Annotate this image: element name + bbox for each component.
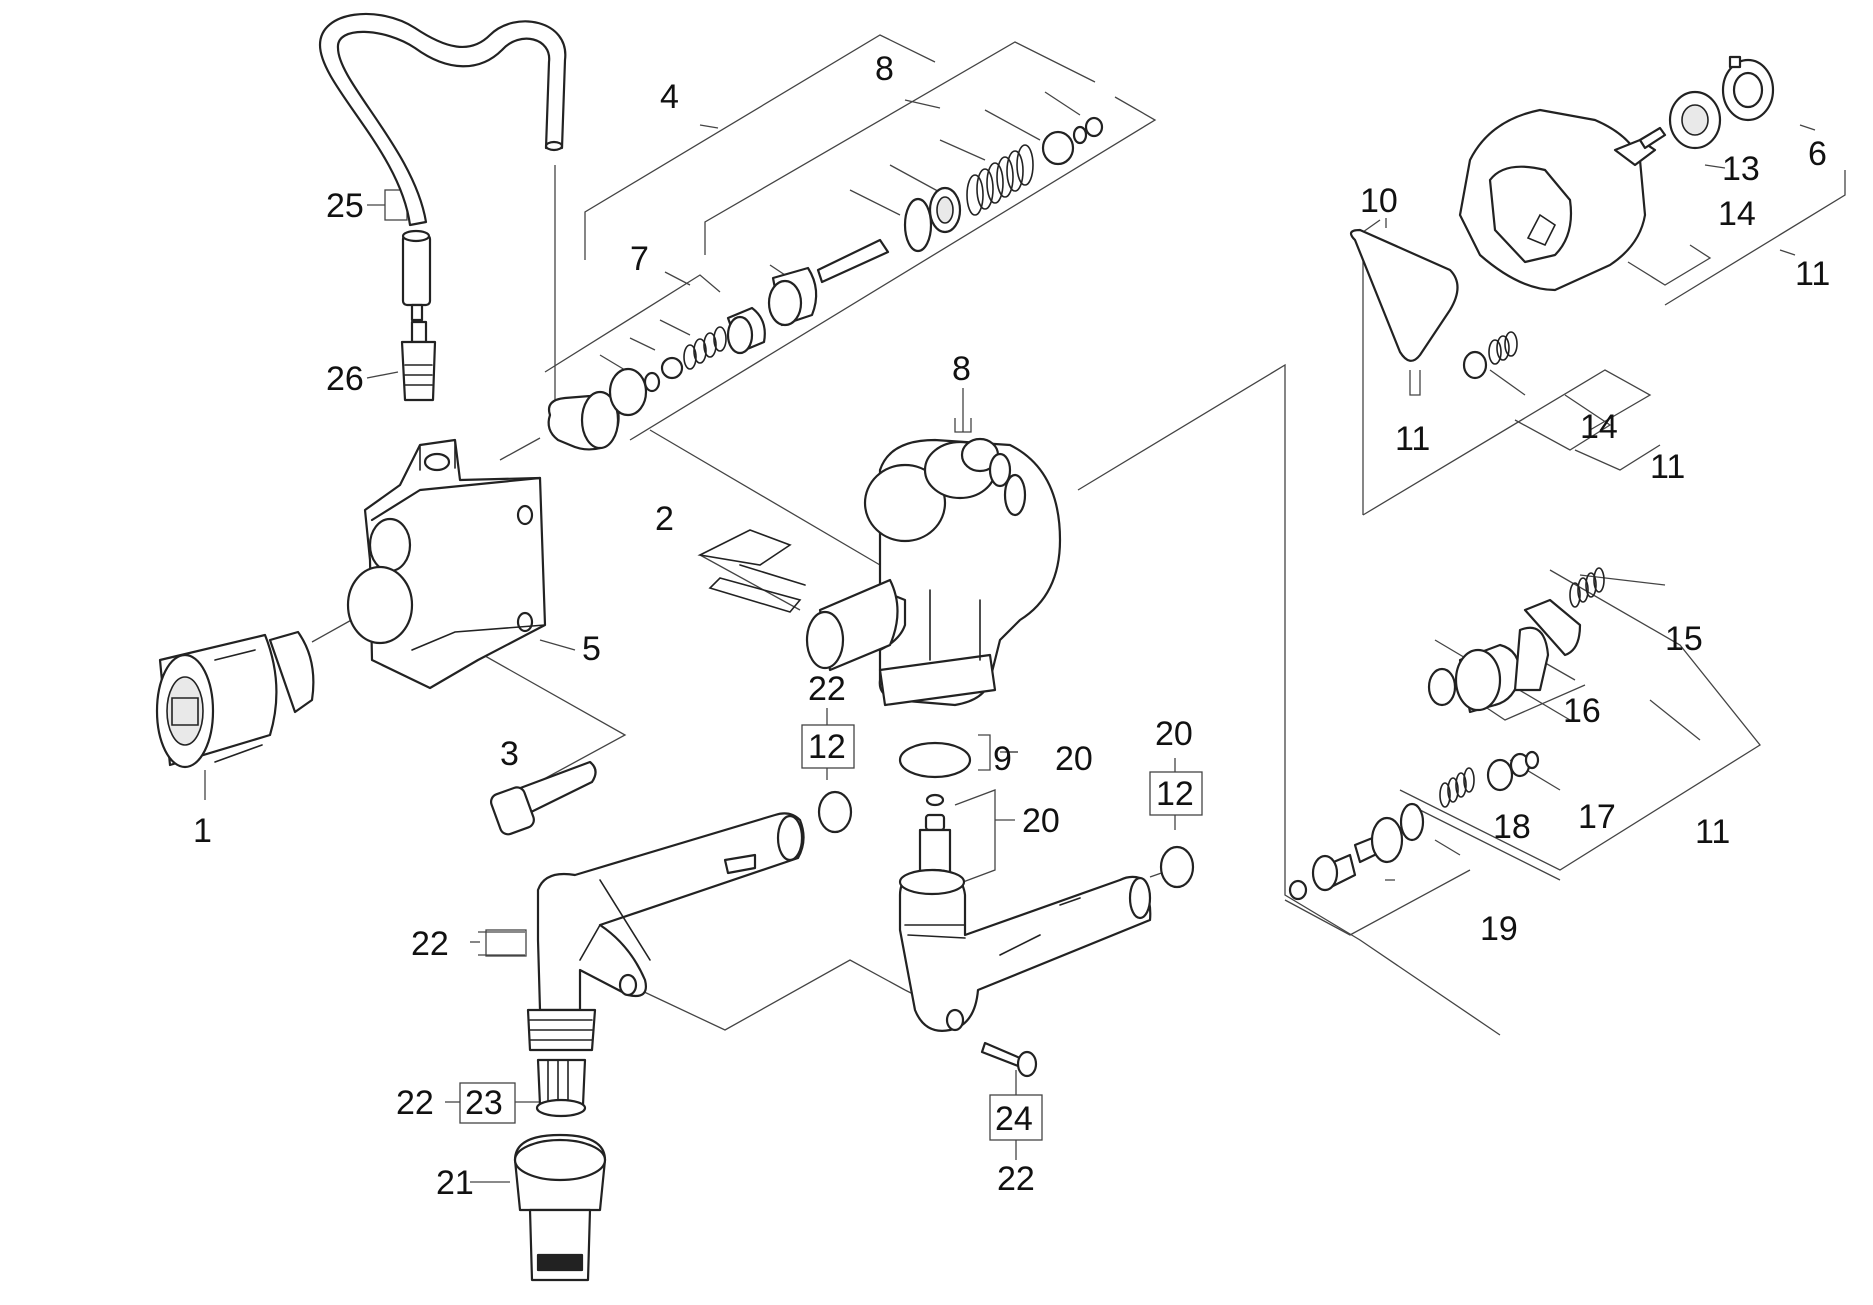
callout-20-oring: 20 xyxy=(1055,740,1093,778)
pump-head-5 xyxy=(346,438,547,690)
nozzle-26 xyxy=(400,320,437,402)
callout-6: 6 xyxy=(1808,135,1827,173)
hose-connector-21 xyxy=(513,1133,607,1282)
callout-25: 25 xyxy=(326,187,364,225)
callout-18: 18 xyxy=(1493,808,1531,846)
callout-17: 17 xyxy=(1578,798,1616,836)
bearing-13 xyxy=(1668,90,1722,150)
callout-boxes xyxy=(384,189,1203,1141)
gasket-10 xyxy=(1349,228,1459,362)
callout-12-right: 12 xyxy=(1156,775,1194,813)
valve-16 xyxy=(1427,626,1550,714)
callout-10: 10 xyxy=(1360,182,1398,220)
callout-5: 5 xyxy=(582,630,601,668)
valve-body xyxy=(805,437,1062,707)
callout-7: 7 xyxy=(630,240,649,278)
callout-22-bottom: 22 xyxy=(997,1160,1035,1198)
coupling-1 xyxy=(155,630,315,769)
outlet-pipe-right xyxy=(898,868,1152,1032)
callout-11-lower: 11 xyxy=(1695,813,1730,851)
filter-23 xyxy=(535,1058,587,1118)
spring-14 xyxy=(1462,331,1518,380)
bracket-2 xyxy=(697,529,806,613)
callout-16: 16 xyxy=(1563,692,1601,730)
callout-8-valve: 8 xyxy=(952,350,971,388)
outlet-pipe-left xyxy=(526,812,805,1052)
callout-14-upper: 14 xyxy=(1718,195,1756,233)
callout-24: 24 xyxy=(995,1100,1033,1138)
callout-4: 4 xyxy=(660,78,679,116)
callout-9: 9 xyxy=(993,740,1012,778)
spring-7 xyxy=(683,326,727,370)
callout-labels: 1 2 3 4 5 6 7 8 8 9 10 11 11 11 11 12 12… xyxy=(193,50,1830,1202)
callout-21: 21 xyxy=(436,1164,474,1202)
callout-11-upper: 11 xyxy=(1795,255,1830,293)
spring-8 xyxy=(966,144,1034,216)
callout-20-right: 20 xyxy=(1155,715,1193,753)
callout-11-mid: 11 xyxy=(1650,448,1685,486)
callout-11-gasket: 11 xyxy=(1395,420,1430,458)
callout-8-top: 8 xyxy=(875,50,894,88)
oring-9 xyxy=(898,741,972,779)
housing-11 xyxy=(1458,108,1667,292)
screw-3 xyxy=(489,760,597,836)
spring-18 xyxy=(1439,767,1475,808)
callout-26: 26 xyxy=(326,360,364,398)
callout-15: 15 xyxy=(1665,620,1703,658)
callout-12-left: 12 xyxy=(808,728,846,766)
oring-12-left xyxy=(817,790,853,834)
callout-14-mid: 14 xyxy=(1580,408,1618,446)
callout-2: 2 xyxy=(655,500,674,538)
valve-parts-upper xyxy=(547,116,1104,451)
valve-17 xyxy=(1486,750,1540,792)
spring-15 xyxy=(1569,567,1605,608)
screw-24 xyxy=(980,1041,1038,1078)
callout-22-left: 22 xyxy=(411,925,449,963)
callout-23: 23 xyxy=(465,1084,503,1122)
callout-19: 19 xyxy=(1480,910,1518,948)
oring-20 xyxy=(925,793,945,807)
callout-1: 1 xyxy=(193,812,212,850)
cap-6 xyxy=(1721,55,1775,122)
callout-13: 13 xyxy=(1722,150,1760,188)
callout-20-pin: 20 xyxy=(1022,802,1060,840)
leader-lines xyxy=(204,34,1846,1183)
callout-3: 3 xyxy=(500,735,519,773)
gasket-15 xyxy=(1523,598,1582,657)
plunger-19 xyxy=(1288,802,1425,901)
callout-22-filter: 22 xyxy=(396,1084,434,1122)
hose-25 xyxy=(318,12,567,322)
oring-12-right xyxy=(1159,845,1195,889)
callout-22-top: 22 xyxy=(808,670,846,708)
